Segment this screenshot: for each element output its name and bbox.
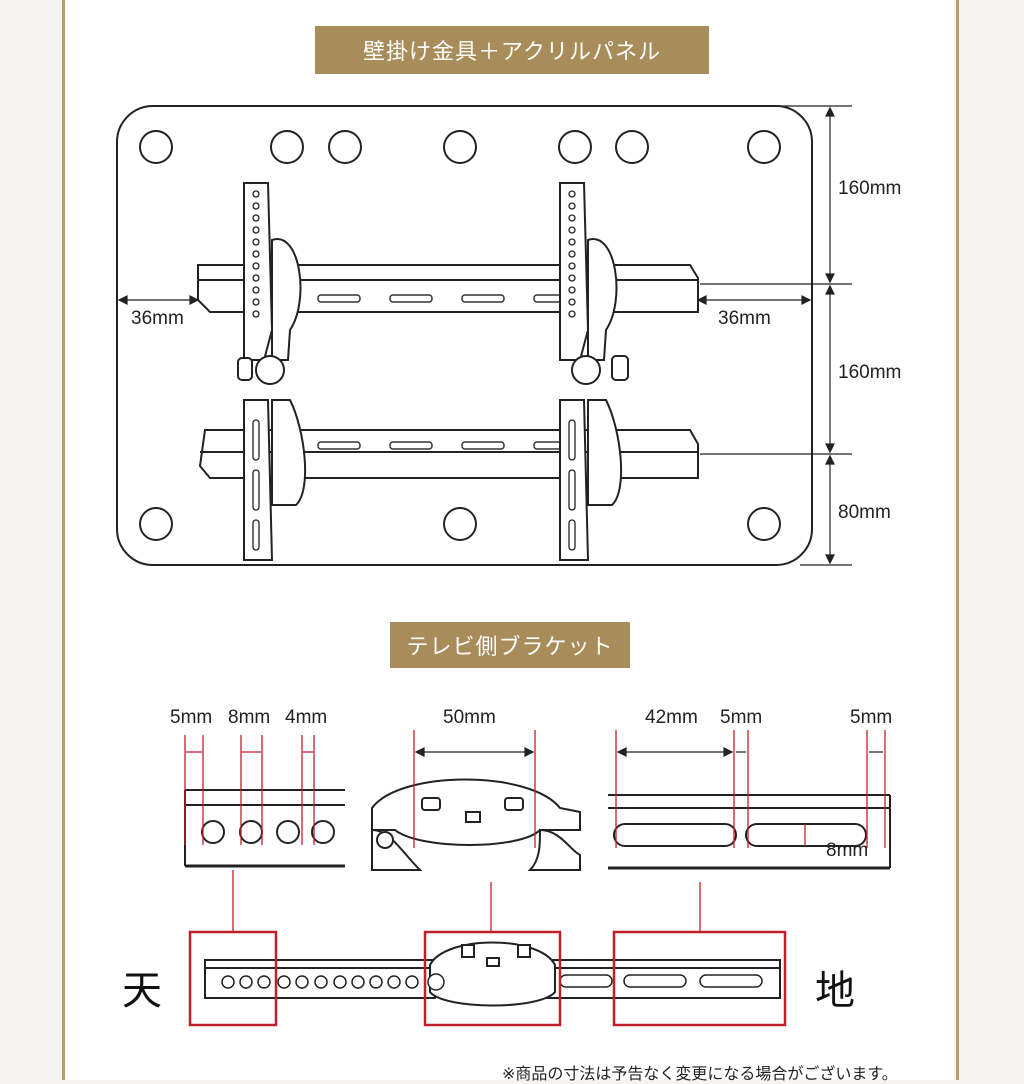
section1-title-badge: 壁掛け金具＋アクリルパネル	[315, 26, 709, 74]
black-dimension-lines	[414, 747, 883, 757]
bracket-detail-hinge	[371, 778, 581, 871]
right-tv-arm	[559, 182, 629, 561]
dim-right-label: 36mm	[718, 308, 771, 329]
red-dimension-guides	[184, 730, 886, 932]
horizontal-dimension-lines	[117, 295, 812, 305]
hole-pitch-label: 8mm	[228, 707, 271, 728]
bracket-detail-holes	[184, 789, 345, 868]
disclaimer-note: ※商品の寸法は予告なく変更になる場合がございます。	[502, 1064, 898, 1083]
center-width-label: 50mm	[443, 707, 496, 728]
slot-length-label: 42mm	[645, 707, 698, 728]
left-frame-line	[62, 0, 65, 1080]
full-bracket-holes	[221, 973, 763, 991]
vertical-dimension-lines	[700, 105, 852, 566]
dim-left-label: 36mm	[131, 308, 184, 329]
right-frame-line	[956, 0, 959, 1080]
slot-height-label: 8mm	[826, 840, 869, 861]
highlight-boxes	[188, 930, 787, 1027]
hole-gap-label: 4mm	[285, 707, 328, 728]
panel-holes	[139, 130, 781, 541]
dim-middle-label: 160mm	[838, 362, 902, 383]
section1-title: 壁掛け金具＋アクリルパネル	[363, 40, 661, 65]
top-direction-label: 天	[122, 968, 162, 1014]
bottom-direction-label: 地	[815, 968, 855, 1014]
bracket-detail-slots	[608, 794, 891, 870]
left-arm-holes	[252, 190, 260, 551]
right-arm-holes	[568, 190, 576, 551]
slot-gap-label: 5mm	[720, 707, 763, 728]
slot-end-label: 5mm	[850, 707, 893, 728]
hole-diameter-label: 5mm	[170, 707, 213, 728]
full-tv-bracket	[204, 941, 781, 1007]
acrylic-panel	[116, 105, 813, 566]
dim-top-label: 160mm	[838, 178, 902, 199]
section2-title-badge: テレビ側ブラケット	[390, 622, 630, 668]
section2-title: テレビ側ブラケット	[406, 635, 614, 660]
dim-bottom-label: 80mm	[838, 502, 891, 523]
